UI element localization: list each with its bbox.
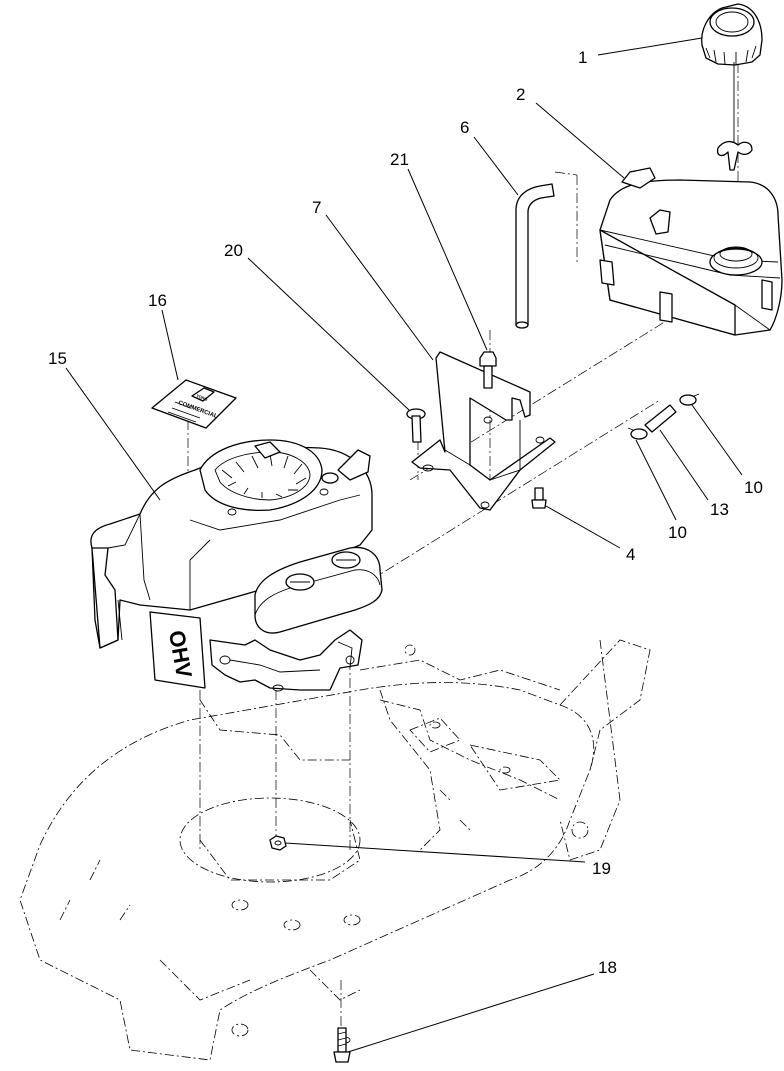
callout-10-left: 10 [668, 523, 687, 542]
pin-20 [406, 408, 426, 443]
screw-4 [531, 487, 547, 509]
callout-7: 7 [312, 198, 321, 217]
callout-15: 15 [48, 349, 67, 368]
fuel-line-and-clamps [627, 393, 700, 440]
callout-21: 21 [390, 150, 409, 169]
decal-16: TORO COMMERCIAL [151, 379, 237, 429]
fuel-hose [515, 183, 555, 329]
callout-19: 19 [592, 859, 611, 878]
engine: OHV [90, 439, 383, 692]
callout-16: 16 [148, 291, 167, 310]
bolt-18 [333, 1027, 351, 1063]
callout-13: 13 [710, 500, 729, 519]
callout-1: 1 [578, 48, 587, 67]
nut-19 [269, 835, 287, 851]
callout-18: 18 [598, 958, 617, 977]
callout-10-right: 10 [744, 478, 763, 497]
callout-20: 20 [224, 241, 243, 260]
decal-line1: TORO [196, 393, 209, 402]
bolt-21 [479, 351, 497, 389]
fuel-tank [599, 167, 783, 336]
callout-4: 4 [626, 545, 635, 564]
mower-deck-phantom [19, 639, 651, 1061]
callout-labels: 1 2 6 21 7 20 16 15 10 13 10 4 19 18 [48, 48, 763, 977]
callout-2: 2 [516, 85, 525, 104]
gas-cap [701, 3, 763, 171]
leader-lines [65, 37, 743, 1053]
tank-bracket [411, 351, 556, 511]
callout-6: 6 [460, 118, 469, 137]
